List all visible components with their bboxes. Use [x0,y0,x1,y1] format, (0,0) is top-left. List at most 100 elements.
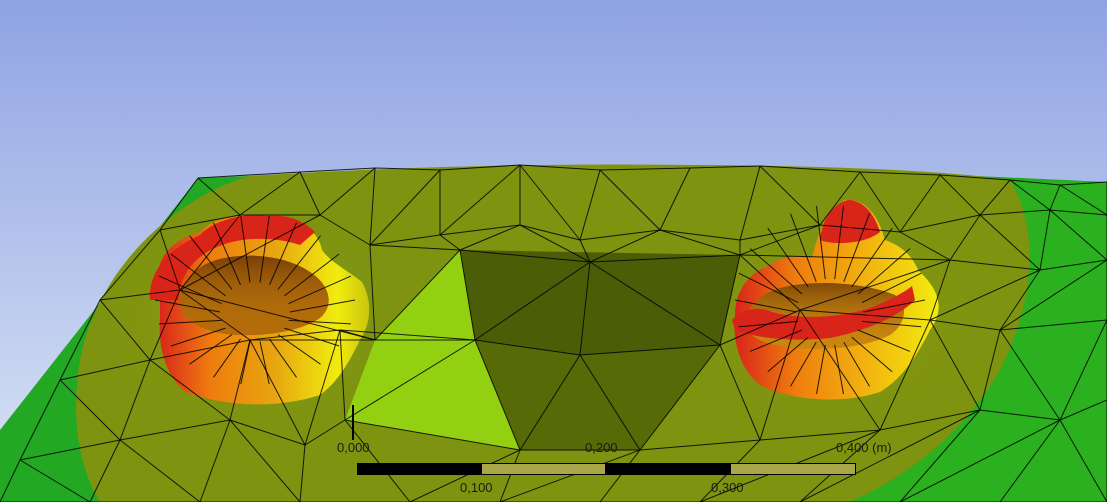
mesh-edge [738,320,799,328]
mesh-edge [1049,209,1107,216]
mesh-edge [159,177,199,231]
mesh-edge [899,409,981,502]
mesh-edge [899,174,941,233]
pocket-wall-bright [345,250,520,450]
mesh-edge [119,439,201,502]
mesh-edge [999,329,1061,421]
mesh-edge [259,215,270,283]
mesh-edge [299,444,306,502]
mesh-edge [369,169,441,246]
mesh-edge [249,329,341,341]
mesh-edge [149,289,181,361]
scale-label-0: 0,000 [337,440,370,455]
mesh-edge [659,229,741,256]
mesh-edge [859,171,901,233]
mesh-edge [304,329,341,446]
mesh-edge [229,339,251,421]
mesh-edge [240,341,251,385]
mesh-edge [159,229,181,291]
mesh-edge [344,339,476,421]
mesh-edge [739,224,821,241]
contour-green-right [850,180,1107,502]
mesh-edge [857,329,911,352]
mesh-edge [749,329,803,352]
mesh-edge [159,319,222,325]
scale-segment-2 [481,463,606,475]
mesh-edge [589,261,721,346]
mesh-edge [1009,179,1061,186]
mesh-edge [599,449,641,502]
mesh-edge [89,439,121,502]
mesh-edge [929,319,981,411]
mesh-edge [739,254,951,261]
mesh-edge [99,299,151,361]
mesh-edge [299,167,376,173]
mesh-edge [99,229,161,301]
mesh-edge [288,319,351,325]
mesh-edge [819,171,861,226]
mesh-edge [1059,184,1107,216]
mesh-edge [767,336,809,373]
cup-right-rim-red [732,286,915,340]
mesh-edge [949,214,981,261]
mesh-edge [1009,179,1051,211]
mesh-edge [319,167,376,216]
mesh-edge [374,167,441,171]
mesh-edge [339,329,376,341]
mesh-edge [439,224,521,236]
mesh-edge [589,229,661,263]
mesh-edge [269,338,297,378]
mesh-edge [834,344,844,395]
mesh-edge [439,234,461,251]
mesh-edge [579,169,601,241]
mesh-edge [1039,259,1107,271]
mesh-edge [170,327,226,347]
mesh-edge [599,167,691,171]
scale-label-1: 0,100 [460,480,493,495]
mesh-edge [240,215,251,283]
mesh-edge [579,239,591,263]
mesh-edge [409,449,521,502]
mesh-edge [1059,319,1107,421]
mesh-edge [189,235,233,290]
mesh-edge [1049,184,1061,211]
mesh-edge [790,341,817,387]
mesh-edge [213,222,241,286]
mesh-edge [299,171,321,216]
mesh-edge [519,224,591,263]
mesh-edge [197,177,241,216]
mesh-edge [739,165,761,241]
scale-label-4: 0,400 (m) [836,440,892,455]
mesh-edge [259,341,270,385]
mesh-edge [861,272,922,304]
mesh-edge [689,165,761,169]
mesh-edge [158,275,222,305]
mesh-edge [19,379,61,461]
mesh-edge [799,409,981,502]
mesh-edge [19,459,91,502]
mesh-edge [599,169,661,231]
cup-left-inner-shade [179,255,329,336]
pocket-floor [475,340,720,450]
mesh-edge [369,234,441,246]
mesh-edge [344,419,521,451]
mesh-edge [284,253,340,297]
mesh-edge [1059,181,1107,186]
mesh-edge [213,338,241,378]
mesh-edge [289,299,356,313]
mesh-edge [861,320,922,328]
mesh-edge [519,164,581,241]
mesh-edge [819,224,901,233]
mesh-edge [369,244,376,341]
cup-right-peak-red [820,200,880,243]
mesh-edge [759,429,881,441]
mesh-edge [799,309,881,431]
mesh-edge [474,261,591,341]
mesh-edge [339,329,476,341]
mesh-edge [519,164,601,171]
mesh-edge [189,334,233,365]
mesh-edge [288,275,352,305]
mesh-edge [179,289,251,341]
mesh-edge [929,259,951,321]
